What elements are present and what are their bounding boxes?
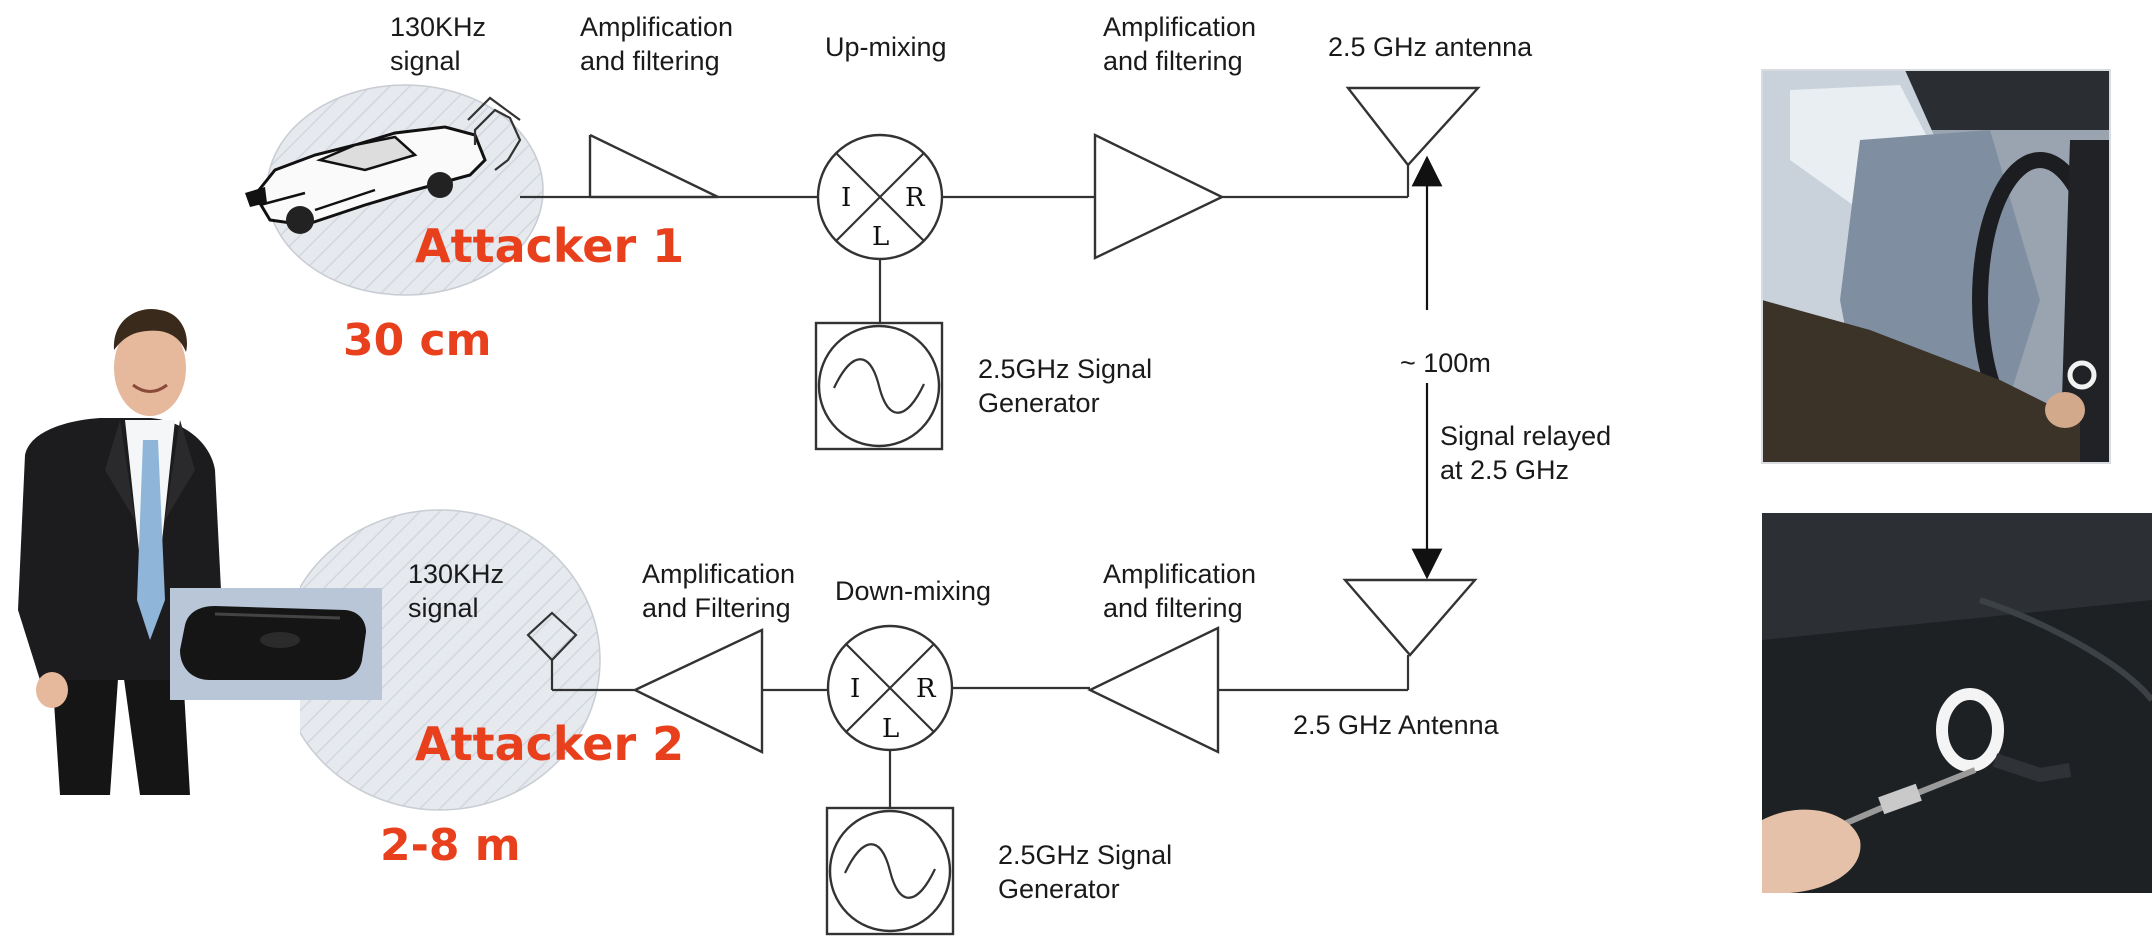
attacker-2-distance: 2-8 m — [380, 820, 521, 871]
mixer-port-l: L — [872, 222, 889, 252]
bottom-amp1-label-2: and Filtering — [642, 593, 791, 623]
signal-generator-top — [814, 321, 944, 451]
bottom-signal-label-2: signal — [408, 593, 479, 623]
amplifier-2-top — [1093, 133, 1225, 260]
relay-distance-label: ~ 100m — [1400, 348, 1491, 378]
mixer-port-i: I — [850, 674, 860, 704]
bottom-amp2-label-2: and filtering — [1103, 593, 1243, 623]
signal-generator-bottom — [825, 806, 955, 936]
car-icon — [245, 125, 487, 234]
bottom-generator-label-2: Generator — [998, 874, 1120, 904]
top-signal-label-2: signal — [390, 46, 461, 76]
top-amp1-label-2: and filtering — [580, 46, 720, 76]
mixer-port-r: R — [905, 183, 926, 213]
bottom-amp2-label-1: Amplification — [1103, 559, 1256, 589]
bottom-amp1-label-1: Amplification — [642, 559, 795, 589]
bottom-generator-label-1: 2.5GHz Signal — [998, 840, 1172, 870]
top-amp1-label-1: Amplification — [580, 12, 733, 42]
top-amp2-label-2: and filtering — [1103, 46, 1243, 76]
mixer-port-i: I — [841, 183, 851, 213]
attacker-1-distance: 30 cm — [343, 315, 491, 366]
relay-note-2: at 2.5 GHz — [1440, 455, 1569, 485]
car-interior-photo — [1761, 69, 2111, 464]
bottom-antenna-label: 2.5 GHz Antenna — [1293, 710, 1500, 740]
up-mixing-label: Up-mixing — [825, 32, 947, 62]
down-mixing-label: Down-mixing — [835, 576, 991, 606]
relay-note-1: Signal relayed — [1440, 421, 1611, 451]
down-mixer: I R L — [826, 624, 954, 752]
top-amp2-label-1: Amplification — [1103, 12, 1256, 42]
attacker-2-label: Attacker 2 — [415, 717, 684, 771]
up-mixer: I R L — [816, 133, 944, 261]
top-signal-label-1: 130KHz — [390, 12, 486, 42]
loop-antenna-bottom — [526, 611, 578, 690]
amplifier-1-top — [588, 133, 719, 199]
top-generator-label-1: 2.5GHz Signal — [978, 354, 1152, 384]
key-fob-photo — [170, 588, 382, 700]
bottom-signal-label-1: 130KHz — [408, 559, 504, 589]
loop-antenna-photo — [1762, 513, 2152, 893]
top-generator-label-2: Generator — [978, 388, 1100, 418]
antenna-bottom — [1342, 578, 1478, 657]
businessman-photo — [0, 300, 300, 805]
top-antenna-label: 2.5 GHz antenna — [1328, 32, 1533, 62]
amplifier-2-bottom — [1087, 626, 1220, 754]
loop-antenna-top — [473, 108, 522, 171]
attacker-1-label: Attacker 1 — [415, 219, 684, 273]
antenna-top — [1345, 86, 1481, 167]
mixer-port-r: R — [916, 674, 937, 704]
mixer-port-l: L — [882, 714, 899, 744]
